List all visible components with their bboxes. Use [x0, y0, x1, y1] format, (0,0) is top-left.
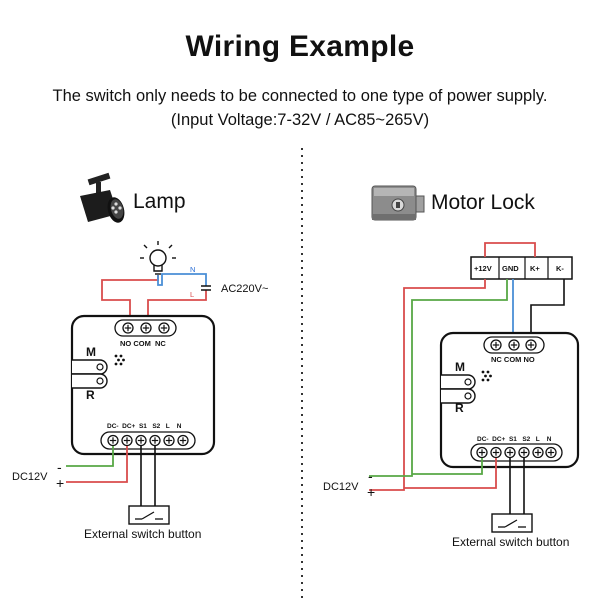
lock-terminal-block [470, 256, 573, 280]
dc-minus-wire-left [66, 446, 114, 467]
plus-label-right: + [367, 484, 375, 500]
dc-plus-wire-right [404, 458, 497, 489]
lock-terminal-12v: +12V [474, 264, 492, 273]
switch-label-left: External switch button [84, 527, 201, 541]
lock-red-wire [369, 279, 486, 491]
top-terminal-labels: NO COM NC [120, 339, 166, 348]
terminal-NO [122, 322, 134, 334]
plus-label-left: + [56, 475, 64, 491]
light-bulb-icon [140, 241, 176, 275]
lock-terminal-gnd: GND [502, 264, 519, 273]
m-label: M [86, 345, 96, 359]
terminal-COM [140, 322, 152, 334]
led-dots-icon-right [481, 370, 492, 382]
minus-label-left: - [57, 459, 62, 475]
top-terminal-labels-right: NC COM NO [491, 355, 535, 364]
lock-black-wire [530, 279, 565, 340]
switch-label-right: External switch button [452, 535, 569, 549]
s1-wire-left [140, 446, 144, 515]
L-label: L [190, 290, 194, 299]
page-title: Wiring Example [185, 30, 415, 63]
lock-terminal-kplus: K+ [530, 264, 540, 273]
subtitle-line-2: (Input Voltage:7-32V / AC85~265V) [170, 111, 430, 129]
subtitle-line-1: The switch only needs to be connected to… [52, 87, 548, 105]
terminal-NC [158, 322, 170, 334]
motor-lock-label: Motor Lock [431, 191, 535, 214]
lock-green-wire [369, 279, 508, 477]
terminal-NO-right [525, 339, 537, 351]
terminal-NC-right [490, 339, 502, 351]
dc-minus-wire-right [412, 458, 483, 475]
dc-plus-wire-left [66, 446, 128, 483]
lamp-label: Lamp [133, 190, 186, 213]
lock-terminal-kminus: K- [556, 264, 564, 273]
lamp-N-wire [157, 273, 207, 286]
minus-label-right: - [368, 468, 373, 484]
N-label: N [190, 265, 195, 274]
motor-lock-icon [371, 185, 425, 221]
bottom-terminal-labels: DC- DC+ S1 S2 L N [107, 423, 182, 430]
dc12v-label-right: DC12V [323, 481, 359, 493]
bottom-terminal-labels-right: DC- DC+ S1 S2 L N [477, 436, 552, 443]
ac-voltage-label: AC220V~ [221, 283, 268, 295]
m-label-right: M [455, 360, 465, 374]
lamp-L-wire [147, 290, 207, 322]
r-label: R [86, 388, 95, 402]
s2-wire-left [150, 446, 156, 515]
lock-red-bridge [484, 242, 536, 257]
dc12v-label-left: DC12V [12, 471, 48, 483]
led-dots-icon [114, 354, 125, 366]
r-label-right: R [455, 401, 464, 415]
terminal-COM-right [508, 339, 520, 351]
spotlight-lamp-icon [80, 172, 125, 223]
